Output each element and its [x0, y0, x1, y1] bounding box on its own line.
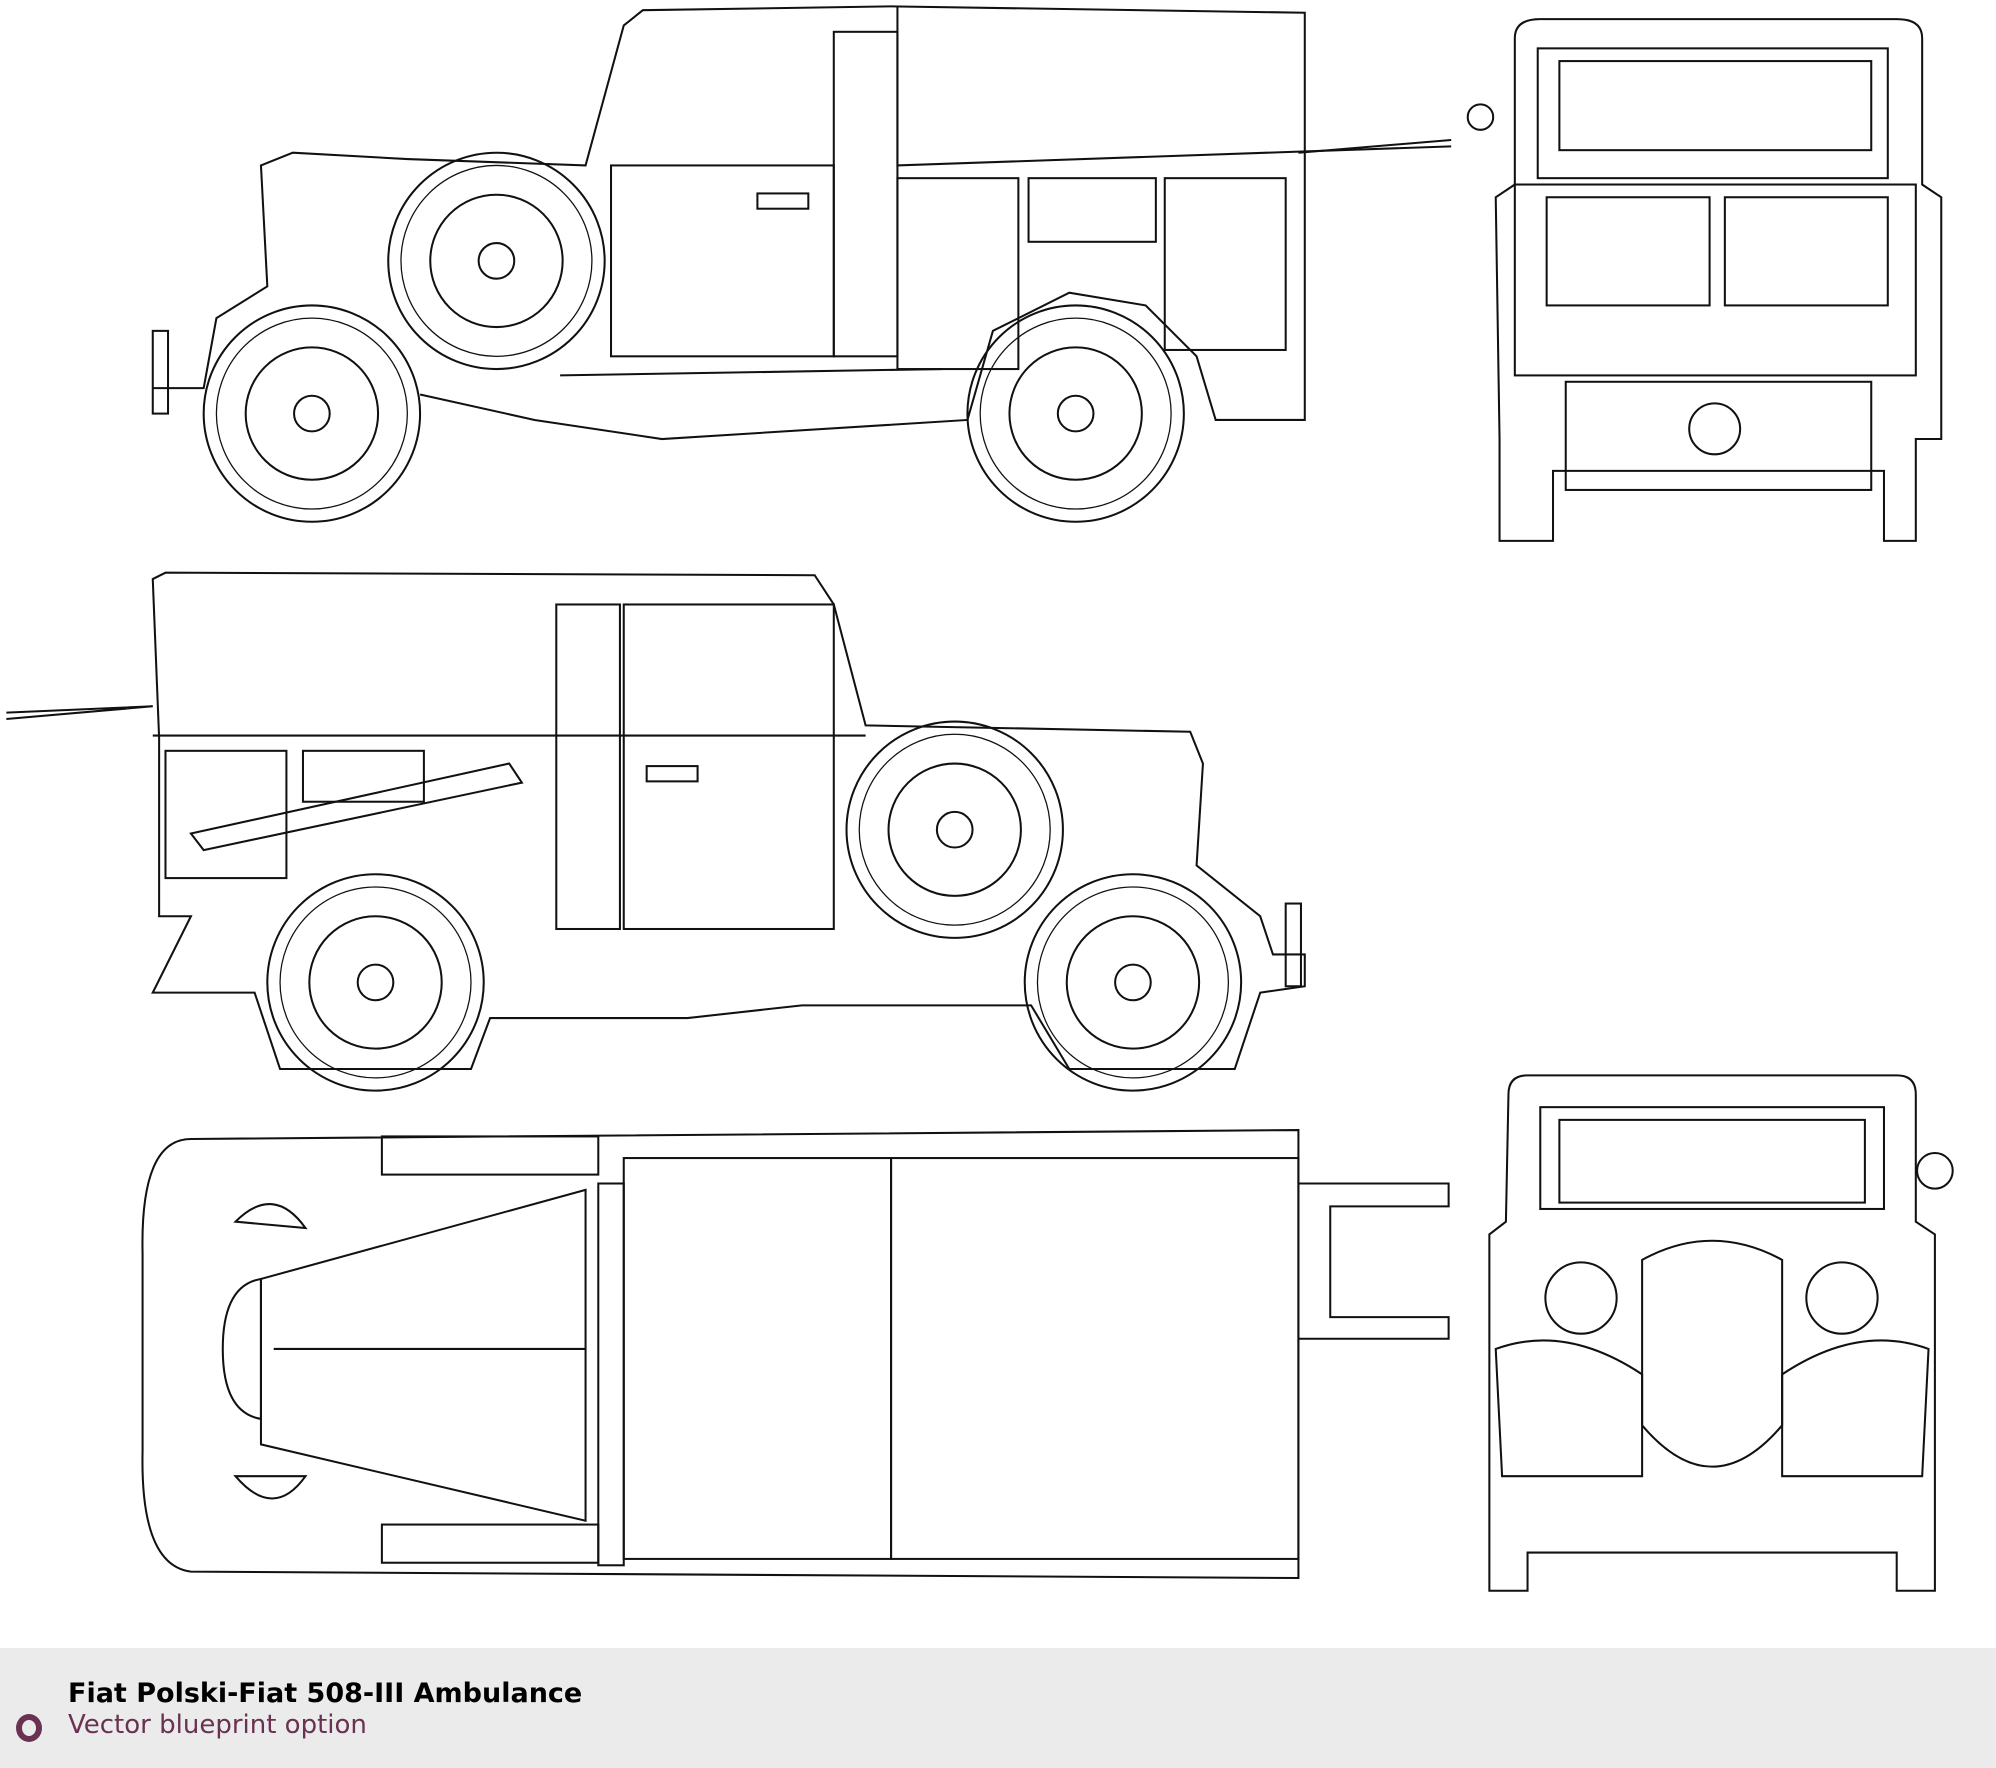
top-view [141, 1129, 1450, 1580]
ring-icon [16, 1714, 42, 1742]
blueprint-drawing [6, 5, 1954, 1592]
side-view-left [151, 5, 1452, 523]
caption-subtitle: Vector blueprint option [68, 1710, 367, 1740]
side-view-right [6, 571, 1306, 1092]
caption-bar: Fiat Polski-Fiat 508-III Ambulance Vecto… [0, 1648, 1996, 1768]
caption-title: Fiat Polski-Fiat 508-III Ambulance [68, 1678, 583, 1709]
front-view [1488, 1074, 1954, 1592]
rear-view [1466, 18, 1943, 542]
